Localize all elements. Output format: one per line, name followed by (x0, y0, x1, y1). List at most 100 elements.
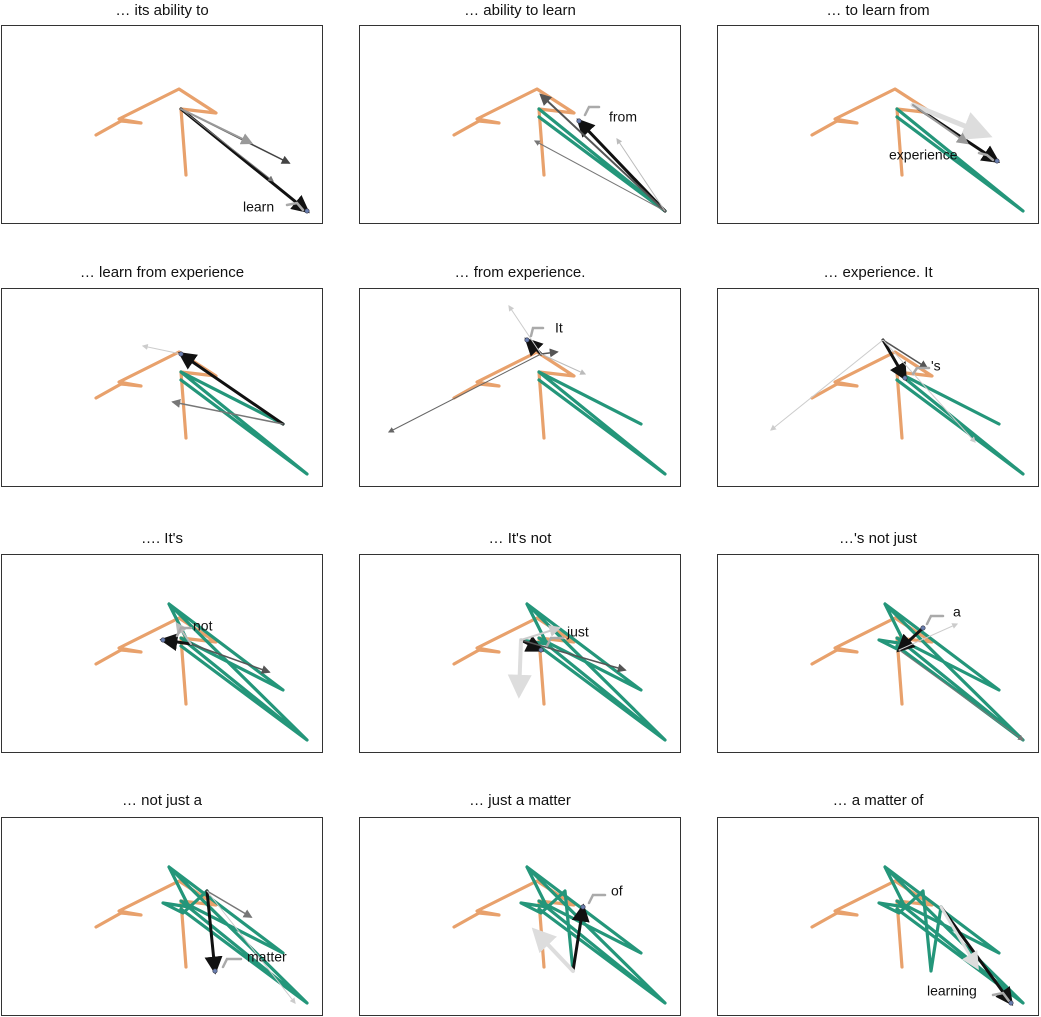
label-leader (285, 201, 305, 212)
generated-trajectory (895, 107, 1025, 213)
context-trajectory (452, 87, 576, 177)
attention-arrow (508, 305, 542, 355)
panel-frame (717, 554, 1039, 753)
attention-arrow (896, 626, 925, 653)
trajectory-plot: 's (717, 288, 1039, 487)
panel-title: … It's not (488, 530, 552, 547)
generated-trajectory (161, 865, 309, 1005)
label-leader (977, 151, 995, 162)
diagram-panel: experience (717, 25, 1039, 224)
attention-arrow (910, 102, 993, 140)
label-leader (587, 893, 607, 905)
panel-frame (717, 25, 1039, 224)
diagram-panel (1, 288, 323, 487)
trajectory-plot: from (359, 25, 681, 224)
generated-trajectory (537, 370, 667, 476)
panel-frame (1, 554, 323, 753)
token-point (160, 637, 166, 643)
attention-arrow (939, 905, 979, 971)
label-leader (991, 991, 1011, 1003)
token-point (902, 375, 908, 381)
attention-arrow (912, 104, 969, 145)
generated-trajectory (537, 107, 667, 213)
attention-arrow (533, 140, 666, 212)
diagram-panel: a (717, 554, 1039, 753)
attention-arrow (206, 890, 253, 918)
attention-arrow (540, 353, 587, 375)
panel-frame (1, 288, 323, 487)
context-trajectory (452, 616, 576, 706)
trajectory-plot (1, 288, 323, 487)
attention-arrow (171, 398, 284, 425)
panel-title: … learn from experience (79, 264, 245, 281)
context-trajectory (810, 350, 934, 440)
trajectory-plot: not (1, 554, 323, 753)
label-leader (583, 105, 601, 117)
attention-arrow (882, 339, 976, 443)
generated-trajectory (167, 602, 309, 742)
next-token-label: learn (243, 198, 274, 214)
context-trajectory (810, 87, 934, 177)
generated-trajectory (877, 865, 1025, 1005)
panel-title: … to learn from (826, 2, 930, 19)
next-token-label: It (555, 319, 563, 335)
trajectory-plot: a (717, 554, 1039, 753)
diagram-panel: from (359, 25, 681, 224)
label-leader (925, 614, 945, 626)
attention-arrow (576, 118, 667, 213)
token-point (524, 337, 530, 343)
panel-title: … just a matter (469, 792, 571, 809)
attention-arrow (180, 108, 254, 145)
next-token-label: a (953, 603, 961, 619)
context-trajectory (810, 879, 934, 969)
panel-frame (359, 288, 681, 487)
attention-arrow (175, 622, 192, 645)
attention-arrow (507, 638, 532, 699)
attention-arrow (159, 633, 193, 651)
attention-arrow (881, 338, 907, 382)
panel-frame (717, 288, 1039, 487)
token-point (576, 118, 582, 124)
attention-arrow (524, 337, 544, 357)
attention-arrow (180, 108, 274, 182)
next-token-label: matter (247, 948, 287, 964)
next-token-label: of (611, 882, 623, 898)
generated-trajectory (877, 602, 1025, 742)
diagram-panel: learning (717, 817, 1039, 1016)
panel-title: … its ability to (115, 2, 209, 19)
attention-arrow (882, 339, 929, 369)
panel-title: … ability to learn (464, 2, 576, 19)
token-point (538, 647, 544, 653)
diagram-panel: 's (717, 288, 1039, 487)
token-point (920, 625, 926, 631)
generated-trajectory (179, 370, 309, 476)
diagram-panel: of (359, 817, 681, 1016)
attention-arrow (520, 639, 627, 673)
trajectory-plot: of (359, 817, 681, 1016)
panel-title: …'s not just (839, 530, 917, 547)
attention-arrow (178, 351, 285, 426)
attention-arrow (204, 889, 223, 975)
panel-title: … experience. It (823, 264, 933, 281)
diagram-panel: It (359, 288, 681, 487)
trajectory-plot: experience (717, 25, 1039, 224)
trajectory-plot: just (359, 554, 681, 753)
next-token-label: not (193, 617, 213, 633)
context-trajectory (810, 616, 934, 706)
label-leader (175, 626, 193, 638)
token-point (212, 968, 218, 974)
attention-arrow (206, 890, 296, 1004)
token-point (1008, 1000, 1014, 1006)
panel-title: … not just a (121, 792, 203, 809)
next-token-label: learning (927, 982, 977, 998)
label-leader (529, 326, 545, 338)
diagram-panel: just (359, 554, 681, 753)
diagram-panel: learn (1, 25, 323, 224)
attention-arrow (141, 344, 182, 355)
attention-arrow (190, 643, 271, 674)
diagram-panel: matter (1, 817, 323, 1016)
panel-frame (1, 817, 323, 1016)
attention-arrow (387, 353, 542, 433)
context-trajectory (94, 616, 218, 706)
token-point (994, 158, 1000, 164)
